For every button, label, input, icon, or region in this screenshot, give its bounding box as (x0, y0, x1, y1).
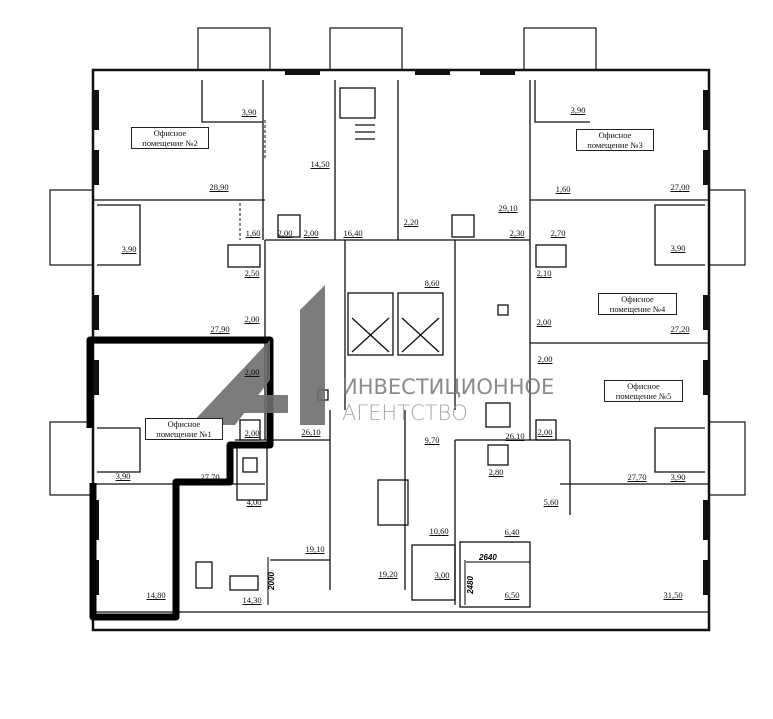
area-label: 6,50 (504, 590, 520, 600)
area-label: 2,00 (244, 314, 260, 324)
office-label-line: Офисное (167, 419, 201, 429)
area-label: 4,00 (246, 497, 262, 507)
area-label: 3,00 (434, 570, 450, 580)
area-label: 29,10 (498, 203, 518, 213)
office-label-line: помещение №5 (615, 391, 672, 401)
balcony (523, 27, 597, 71)
elevator (397, 292, 444, 356)
area-label: 8,60 (424, 278, 440, 288)
area-label: 2,50 (244, 268, 260, 278)
area-label: 19,10 (305, 544, 325, 554)
area-label: 2,70 (550, 228, 566, 238)
area-label: 26,10 (505, 431, 525, 441)
balcony (49, 421, 94, 496)
partitions (146, 120, 650, 344)
area-label: 27,90 (210, 324, 230, 334)
area-label: 9,70 (424, 435, 440, 445)
area-label: 3,90 (670, 243, 686, 253)
area-label: 6,40 (504, 527, 520, 537)
area-label: 26,10 (301, 427, 321, 437)
interior-walls (93, 80, 709, 613)
area-label: 2,00 (537, 354, 553, 364)
office-1-highlight (86, 336, 274, 621)
area-label: 28,90 (209, 182, 229, 192)
stairs (355, 124, 375, 140)
area-label: 14,30 (242, 595, 262, 605)
area-label: 16,40 (343, 228, 363, 238)
office-label-line: Офисное (627, 381, 660, 391)
balcony (329, 27, 403, 71)
area-label: 2,00 (536, 317, 552, 327)
dimension-lines (267, 557, 530, 605)
watermark-line1: ИНВЕСТИЦИОННОЕ (342, 375, 555, 399)
area-label: 3,90 (670, 472, 686, 482)
area-label: 2,30 (509, 228, 525, 238)
office-label-line: помещение №4 (609, 304, 666, 314)
outer-walls (91, 68, 711, 632)
elevator (347, 292, 394, 356)
area-label: 2,00 (277, 228, 293, 238)
office-label-line: Офисное (598, 130, 632, 140)
area-label: 27,20 (670, 324, 690, 334)
area-label: 27,00 (670, 182, 690, 192)
area-label: 2,80 (488, 467, 504, 477)
dimension-height: 2480 (465, 576, 475, 594)
area-label: 2,20 (403, 217, 419, 227)
area-label: 14,80 (146, 590, 166, 600)
area-label: 1,60 (245, 228, 261, 238)
area-label: 2,00 (303, 228, 319, 238)
balcony (708, 421, 746, 496)
area-label: 3,90 (241, 107, 257, 117)
area-label: 3,90 (121, 244, 137, 254)
area-label: 5,60 (543, 497, 559, 507)
balcony (197, 27, 271, 71)
dimension-width: 2640 (479, 553, 497, 562)
office-label-line: помещение №2 (142, 138, 198, 148)
area-label: 31,50 (663, 590, 683, 600)
balcony (49, 189, 94, 266)
area-label: 3,90 (115, 471, 131, 481)
area-label: 2,00 (244, 428, 260, 438)
area-label: 14,50 (310, 159, 330, 169)
area-label: 10,60 (429, 526, 449, 536)
area-label: 19,20 (378, 569, 398, 579)
stairs (377, 479, 409, 526)
area-label: 3,90 (570, 105, 586, 115)
area-label: 2,00 (537, 427, 553, 437)
office-label-line: Офисное (153, 128, 187, 138)
area-label: 27,70 (200, 472, 220, 482)
balcony (708, 189, 746, 266)
area-label: 1,60 (555, 184, 571, 194)
office-label-line: Офисное (621, 294, 654, 304)
area-label: 27,70 (627, 472, 647, 482)
area-label: 2,00 (244, 367, 260, 377)
office-label-line: помещение №1 (156, 429, 212, 439)
watermark-logo (190, 285, 325, 425)
dimension-2000: 2000 (266, 572, 276, 590)
area-label: 2,10 (536, 268, 552, 278)
watermark-line2: АГЕНТСТВО (342, 401, 468, 425)
office-label-line: помещение №3 (587, 140, 643, 150)
